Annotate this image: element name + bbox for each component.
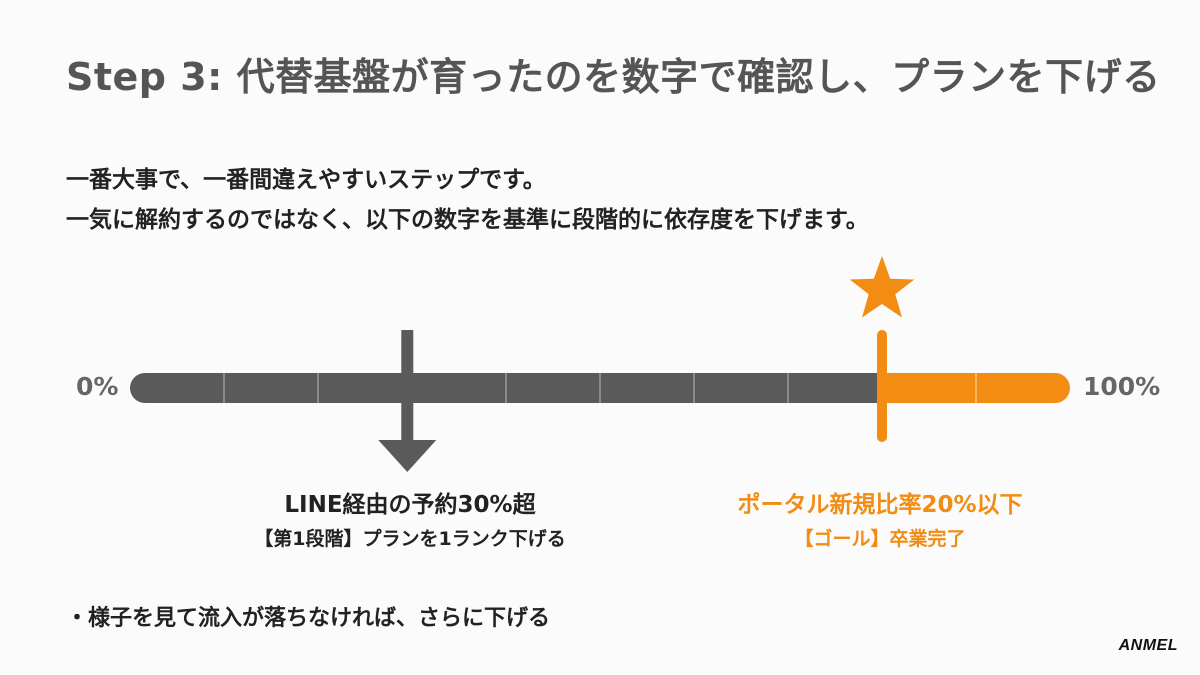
milestone-title: LINE経由の予約30%超 <box>284 492 536 518</box>
scale-track <box>130 373 1070 403</box>
footnote: ・様子を見て流入が落ちなければ、さらに下げる <box>66 606 551 631</box>
down-arrow-icon <box>378 440 437 472</box>
scale-end-label: 100% <box>1083 372 1161 401</box>
brand-logo: ANMEL <box>1118 637 1178 654</box>
goal-marker-line <box>877 330 887 442</box>
goal-label: ポータル新規比率20%以下 【ゴール】卒業完了 <box>690 488 1070 556</box>
slide-title: Step 3: 代替基盤が育ったのを数字で確認し、プランを下げる <box>66 55 1161 99</box>
intro-text: 一番大事で、一番間違えやすいステップです。 一気に解約するのではなく、以下の数字… <box>66 160 869 240</box>
scale-start-label: 0% <box>76 372 119 401</box>
milestone-arrow-shaft <box>401 330 414 442</box>
intro-line-1: 一番大事で、一番間違えやすいステップです。 <box>66 167 546 193</box>
star-icon <box>849 256 915 318</box>
goal-title: ポータル新規比率20%以下 <box>737 492 1023 518</box>
track-goal-segment <box>882 373 1070 403</box>
goal-subtitle: 【ゴール】卒業完了 <box>794 528 966 550</box>
milestone-subtitle: 【第1段階】プランを1ランク下げる <box>254 528 566 550</box>
intro-line-2: 一気に解約するのではなく、以下の数字を基準に段階的に依存度を下げます。 <box>66 207 869 233</box>
track-base-segment <box>130 373 882 403</box>
milestone-label: LINE経由の予約30%超 【第1段階】プランを1ランク下げる <box>210 488 610 556</box>
